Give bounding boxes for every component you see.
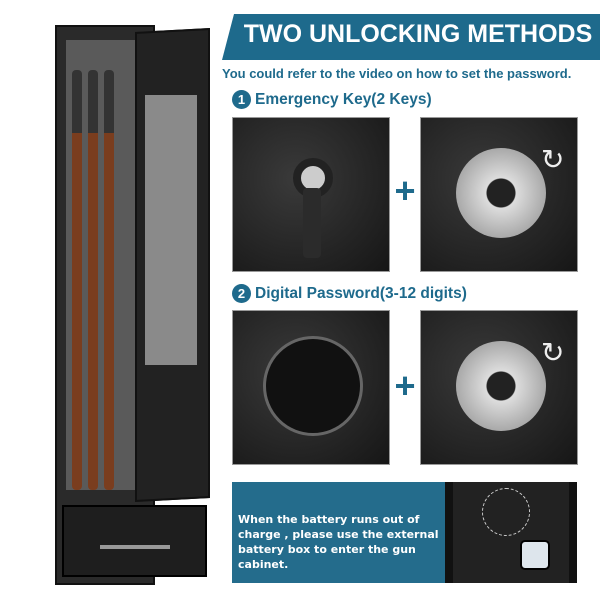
step-label: Digital Password(3-12 digits) (255, 284, 467, 302)
door-felt-panel (145, 95, 197, 365)
turn-knob-icon (456, 148, 546, 238)
rotate-arrow-icon: ↻ (541, 336, 565, 369)
step-label: Emergency Key(2 Keys) (255, 90, 432, 108)
digital-keypad-icon (263, 336, 363, 436)
key-icon (303, 188, 321, 258)
battery-note: When the battery runs out of charge , pl… (232, 482, 445, 583)
keypad-icon (482, 488, 530, 536)
step-2-heading: 2 Digital Password(3-12 digits) (232, 284, 467, 303)
rifle (104, 70, 114, 490)
turn-knob-icon (456, 341, 546, 431)
rifle (88, 70, 98, 490)
title-banner (222, 14, 600, 60)
step-1-heading: 1 Emergency Key(2 Keys) (232, 90, 432, 109)
plus-icon: + (394, 170, 416, 211)
rotate-arrow-icon: ↻ (541, 143, 565, 176)
drawer-handle (100, 545, 170, 549)
emergency-key-photo (232, 117, 390, 272)
plus-icon: + (394, 365, 416, 406)
knob-photo: ↻ (420, 117, 578, 272)
subtitle: You could refer to the video on how to s… (222, 66, 572, 81)
cabinet-drawer (62, 505, 207, 577)
rifle (72, 70, 82, 490)
step-number-badge: 2 (232, 284, 251, 303)
page-title: TWO UNLOCKING METHODS (243, 20, 593, 48)
step-number-badge: 1 (232, 90, 251, 109)
external-battery-box-icon (520, 540, 550, 570)
keypad-photo (232, 310, 390, 465)
knob-photo: ↻ (420, 310, 578, 465)
